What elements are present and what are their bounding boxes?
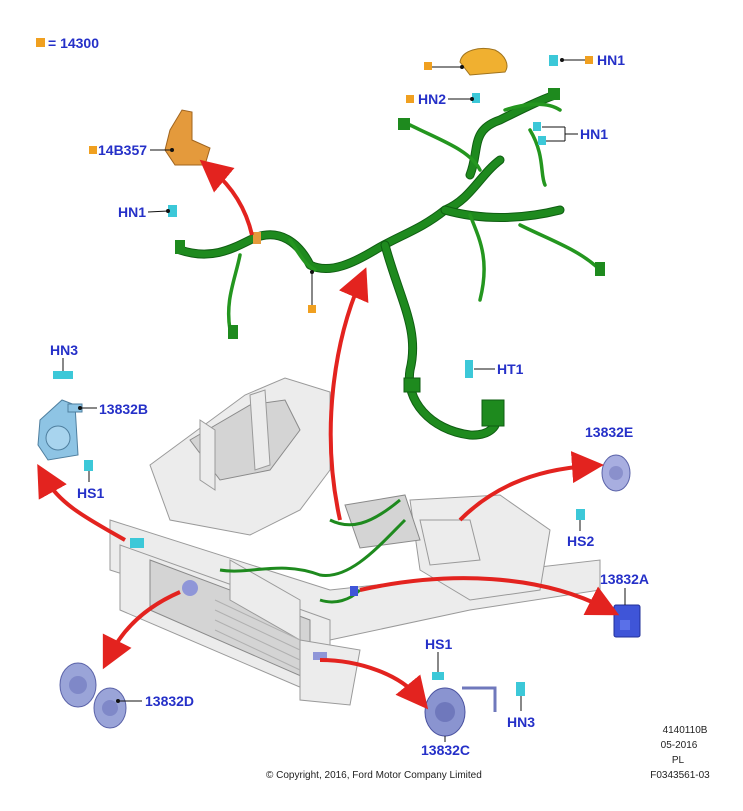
wiring-harness — [175, 88, 605, 440]
label-hs1-bottom: HS1 — [425, 636, 452, 652]
cover-14300-top — [459, 48, 508, 76]
label-hn1-left: HN1 — [118, 204, 146, 220]
marker-14300-harness — [308, 305, 316, 313]
legend-orange-swatch — [36, 38, 45, 47]
label-hs2: HS2 — [567, 533, 594, 549]
marker-14300-top — [424, 62, 432, 70]
arrow-to-14b357 — [199, 159, 254, 236]
label-13832c: 13832C — [421, 742, 470, 758]
fasteners — [53, 55, 585, 696]
label-ht1: HT1 — [497, 361, 524, 377]
horn-13832e — [601, 454, 631, 492]
orange-14300-parts — [89, 48, 593, 313]
location-arrows — [37, 159, 620, 710]
arrow-to-harness — [328, 267, 369, 521]
footer: © Copyright, 2016, Ford Motor Company Li… — [266, 725, 710, 781]
marker-14300-hn1 — [585, 56, 593, 64]
marker-14300-14b357 — [89, 146, 97, 154]
fastener-hn1-left — [168, 205, 177, 217]
fastener-hs2 — [576, 509, 585, 520]
label-13832a: 13832A — [600, 571, 649, 587]
label-13832e: 13832E — [585, 424, 633, 440]
fastener-hn1-right-a — [533, 122, 541, 131]
label-hn3-left: HN3 — [50, 342, 78, 358]
fastener-ht1 — [465, 360, 473, 378]
callout-labels: 14B357 HN1 HN2 HN1 HN1 HT1 HN3 13832B HS… — [50, 52, 649, 758]
horn-13832d — [59, 662, 127, 729]
label-14b357: 14B357 — [98, 142, 147, 158]
fastener-hn1-top — [549, 55, 558, 66]
arrow-to-13832d — [102, 590, 181, 670]
illustration-date: 05-2016 — [661, 740, 698, 751]
label-hs1-left: HS1 — [77, 485, 104, 501]
leader-lines — [62, 58, 626, 742]
fastener-hs1-bottom — [432, 672, 444, 680]
fastener-hn1-right-b — [538, 136, 546, 145]
horn-13832b — [37, 399, 83, 461]
arrow-to-13832b — [37, 464, 126, 542]
horn-13832c — [424, 686, 497, 737]
legend-label: = 14300 — [48, 35, 99, 51]
label-13832b: 13832B — [99, 401, 148, 417]
fastener-hn3-left — [53, 371, 73, 379]
illustration-code: 4140110B — [663, 725, 708, 736]
label-hn1-right: HN1 — [580, 126, 608, 142]
label-hn2: HN2 — [418, 91, 446, 107]
fastener-hn3-bottom — [516, 682, 525, 696]
fastener-hn2 — [472, 93, 480, 103]
figure-reference: F0343561-03 — [650, 770, 710, 781]
relay-13832a — [613, 604, 641, 638]
arrow-to-13832a — [359, 576, 620, 616]
arrow-to-13832e — [458, 451, 604, 522]
bracket-14b357 — [164, 109, 211, 166]
language-code: PL — [672, 755, 685, 766]
marker-14300-hn2 — [406, 95, 414, 103]
fastener-hs1-left — [84, 460, 93, 471]
label-hn3-bottom: HN3 — [507, 714, 535, 730]
legend: = 14300 — [36, 35, 99, 51]
copyright-notice: © Copyright, 2016, Ford Motor Company Li… — [266, 770, 482, 781]
label-13832d: 13832D — [145, 693, 194, 709]
label-hn1-top: HN1 — [597, 52, 625, 68]
arrow-to-13832c — [319, 658, 429, 710]
front-end-structure — [109, 377, 601, 706]
